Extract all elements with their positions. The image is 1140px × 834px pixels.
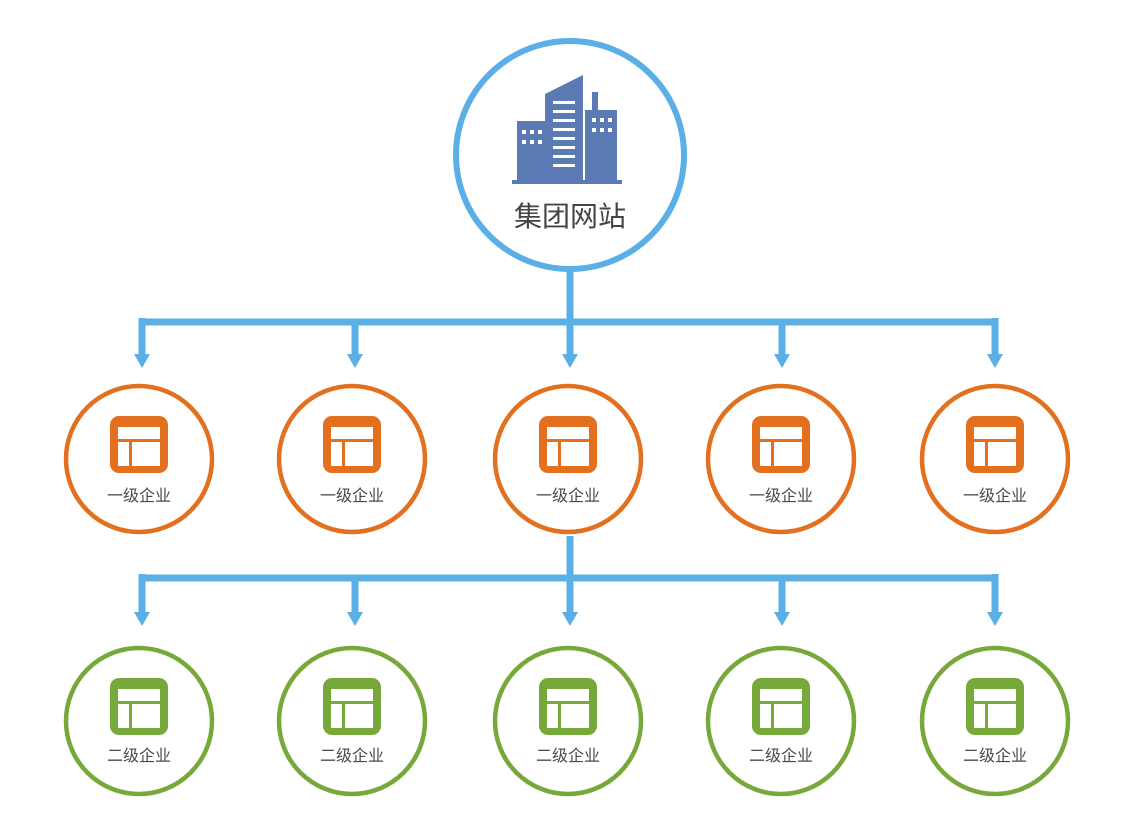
level1-node: 一级企业	[63, 383, 215, 535]
arrowhead	[562, 612, 578, 626]
level2-node: 二级企业	[492, 645, 644, 797]
level1-label: 一级企业	[536, 486, 600, 505]
level2-label: 二级企业	[749, 746, 813, 765]
buildings-icon	[512, 75, 622, 184]
arrowhead	[774, 354, 790, 368]
level1-node: 一级企业	[705, 383, 857, 535]
level2-node: 二级企业	[919, 645, 1071, 797]
window-icon	[752, 678, 810, 735]
level2-node: 二级企业	[63, 645, 215, 797]
level1-node: 一级企业	[919, 383, 1071, 535]
arrowhead	[987, 612, 1003, 626]
arrowheads-level2	[134, 612, 1003, 626]
level2-label: 二级企业	[963, 746, 1027, 765]
level1-label: 一级企业	[107, 486, 171, 505]
level2-label: 二级企业	[107, 746, 171, 765]
window-icon	[539, 416, 597, 473]
level1-label: 一级企业	[320, 486, 384, 505]
level2-node: 二级企业	[276, 645, 428, 797]
arrowhead	[134, 354, 150, 368]
window-icon	[323, 678, 381, 735]
level2-node: 二级企业	[705, 645, 857, 797]
window-icon	[966, 678, 1024, 735]
arrowhead	[562, 354, 578, 368]
level1-nodes: 一级企业 一级企业 一级企业	[63, 383, 1071, 535]
arrowhead	[774, 612, 790, 626]
level2-label: 二级企业	[320, 746, 384, 765]
level2-label: 二级企业	[536, 746, 600, 765]
window-icon	[110, 416, 168, 473]
window-icon	[966, 416, 1024, 473]
level1-label: 一级企业	[749, 486, 813, 505]
window-icon	[752, 416, 810, 473]
connector-level1-to-level2	[138, 536, 999, 614]
window-icon	[110, 678, 168, 735]
arrowheads-level1	[134, 354, 1003, 368]
arrowhead	[347, 354, 363, 368]
root-node: 集团网站	[453, 38, 687, 272]
arrowhead	[134, 612, 150, 626]
arrowhead	[347, 612, 363, 626]
level1-node: 一级企业	[492, 383, 644, 535]
level1-label: 一级企业	[963, 486, 1027, 505]
root-label: 集团网站	[514, 200, 626, 233]
window-icon	[323, 416, 381, 473]
level1-node: 一级企业	[276, 383, 428, 535]
arrowhead	[987, 354, 1003, 368]
connector-root-to-level1	[138, 272, 999, 356]
window-icon	[539, 678, 597, 735]
level2-nodes: 二级企业 二级企业 二级企业	[63, 645, 1071, 797]
